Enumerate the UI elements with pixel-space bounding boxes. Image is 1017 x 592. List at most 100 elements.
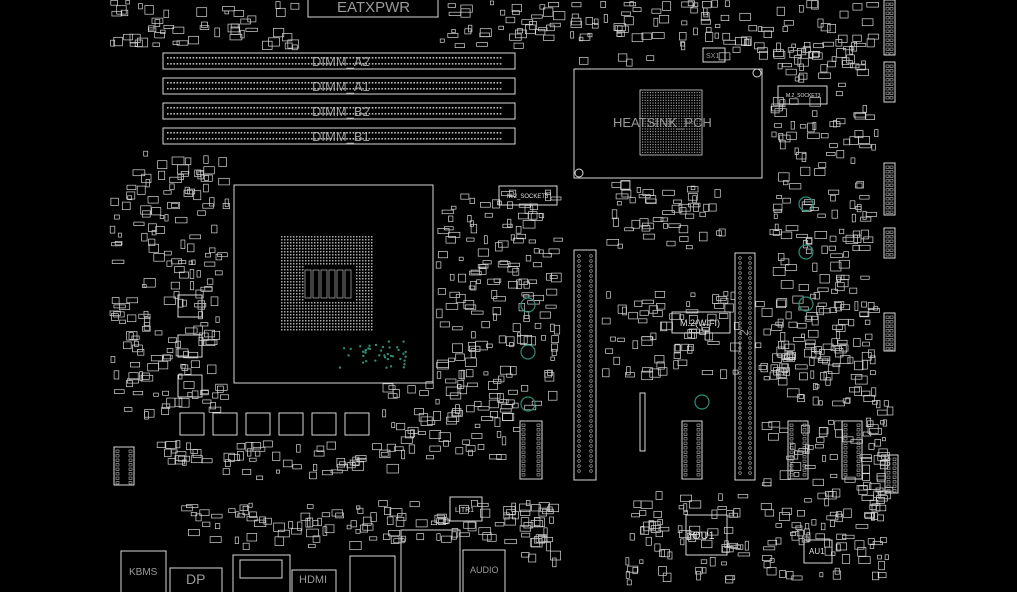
via [361,350,365,353]
pin-header [883,0,896,56]
smd-component [616,201,622,206]
bga-ball [678,141,680,143]
pcie-pin [589,344,593,348]
dimm-pin [170,88,172,90]
cpu-pin [332,314,334,316]
pcie-pin [738,391,742,395]
dimm-pin [490,63,492,65]
cpu-pin [290,296,292,298]
dp-connector[interactable]: DP [169,567,223,592]
dimm-pin [461,63,463,65]
cpu-pin [311,263,313,265]
vga-connector[interactable] [232,554,291,592]
dimm-pin [397,138,399,140]
dimm-slot-a1[interactable]: DIMM_A1 [162,77,516,95]
hdmi-label: HDMI [299,574,327,586]
bga-ball [688,151,690,153]
smd-component [177,164,190,175]
bga-ball [686,102,688,104]
smd-component [534,322,542,329]
pcie-pin [738,346,742,350]
smd-component [483,371,489,376]
bga-ball [665,151,667,153]
dimm-pin [477,138,479,140]
lan-connector[interactable] [400,529,461,592]
dimm-pin [410,63,412,65]
au1-chip[interactable]: AU1 [803,539,833,564]
vrm-choke [344,412,370,436]
m2-socket3-top[interactable]: M.2_SOCKET3 [777,85,828,105]
header-pin [696,455,701,459]
header-pin [683,468,688,472]
dimm-pin [359,57,361,59]
pcie-slot-2[interactable]: 2 [734,252,756,481]
smd-component [211,224,218,234]
smd-component [161,403,171,409]
smd-component [545,304,557,309]
bga-ball [660,97,662,99]
bga-ball [691,118,693,120]
dimm-slot-a2[interactable]: DIMM_A2 [162,52,516,70]
dimm-pin [272,57,275,59]
dimm-pin [435,132,438,134]
smd-component [699,231,708,242]
hdmi-connector[interactable]: HDMI [291,569,337,592]
smd-component [549,275,558,279]
cpu-socket[interactable] [233,184,434,384]
m2-wifi-socket[interactable]: M.2(WIFI) [671,311,731,334]
cpu-pin [281,239,283,241]
bga-ball [670,112,672,114]
dimm-slot-b2[interactable]: DIMM_B2 [162,102,516,120]
pcie-pin [738,261,742,265]
pcie-slot-1[interactable] [573,249,597,481]
header-pin [521,441,526,445]
cpu-pin [338,314,340,316]
audio-connector[interactable]: AUDIO [462,549,506,592]
dimm-pin [307,57,310,59]
dimm-pin [474,57,476,59]
cpu-pin [284,317,286,319]
cpu-pin [320,317,322,319]
pcie-pin [748,261,752,265]
smd-component [854,130,864,139]
dimm-pin [282,107,284,109]
usb-connector[interactable] [349,555,396,592]
dimm-pin [493,82,495,84]
cpu-pin [353,320,355,322]
m2-socket3-mid[interactable]: M.2_SOCKET3 [498,185,558,206]
dimm-pin [477,57,479,59]
dimm-pin [419,82,422,84]
via [403,363,406,366]
dimm-pin [467,63,470,65]
pcie-slot-small[interactable] [639,392,646,452]
smd-component [820,64,828,73]
cpu-pin [290,305,292,307]
smd-component [690,292,696,297]
smd-component [178,260,187,265]
kbms-connector[interactable]: KBMS [120,550,167,592]
eatxpwr-connector[interactable]: EATXPWR [307,0,439,18]
cpu-pin [317,317,319,319]
cpu-pin [326,320,328,322]
dimm-pin [285,82,287,84]
dimm-pin [387,107,390,109]
dimm-pin [311,63,313,65]
bga-ball [696,149,698,151]
smd-component [668,223,681,228]
smd-component [792,337,805,342]
dimm-slot-b1[interactable]: DIMM_B1 [162,127,516,145]
pch-heatsink[interactable]: HEATSINK_PCH [573,68,763,179]
smd-component [455,404,460,414]
cpu-pin [287,239,289,241]
header-pin [521,428,526,432]
smd-component [645,536,652,546]
ou1-chip[interactable]: OU1 [685,514,728,556]
sx1-component[interactable]: SX1 [702,47,726,63]
dimm-pin [253,88,255,90]
smd-component [859,244,871,251]
cpu-pin [329,308,331,310]
smd-component [447,3,456,8]
litr1-component[interactable]: LITR1 [449,496,483,522]
